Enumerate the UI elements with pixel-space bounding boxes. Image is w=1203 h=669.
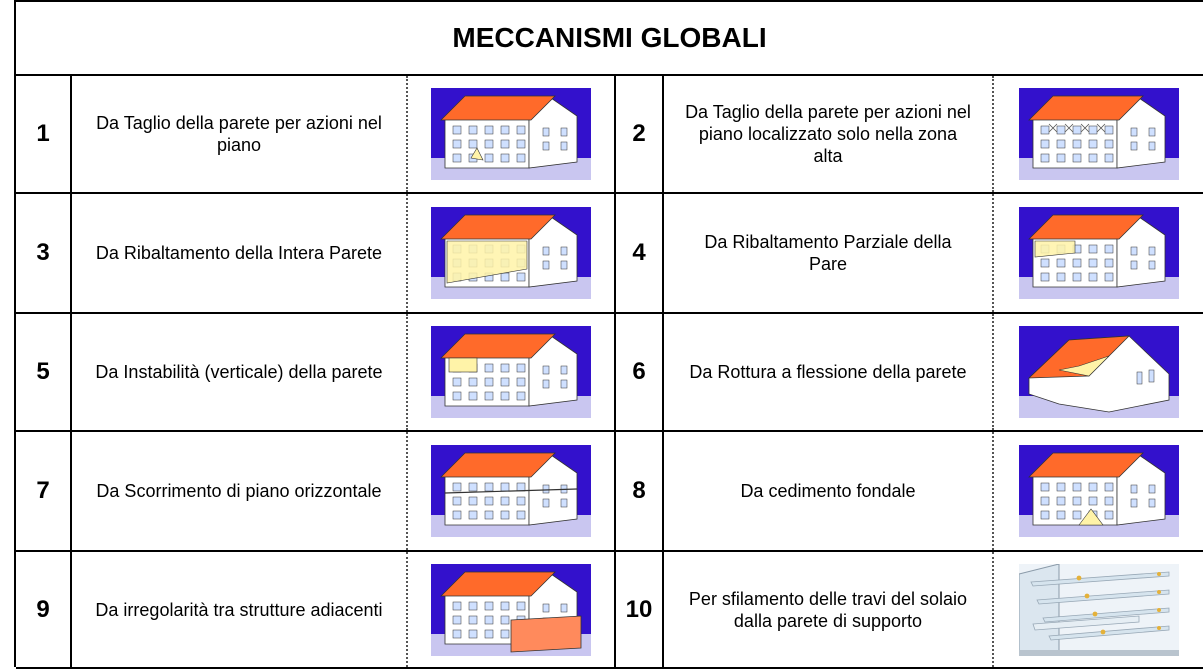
house-vertical-instability-illustration xyxy=(431,326,591,418)
mechanism-number: 9 xyxy=(16,552,72,667)
house-adjacent-structures-illustration xyxy=(431,563,591,656)
mechanism-description: Da Rottura a flessione della parete xyxy=(664,314,994,430)
mechanism-description: Da Scorrimento di piano orizzontale xyxy=(72,432,408,550)
house-shear-upper-illustration xyxy=(1018,88,1179,180)
house-floor-sliding-illustration xyxy=(431,445,591,537)
mechanism-description: Da Ribaltamento della Intera Parete xyxy=(72,194,408,312)
house-full-overturning-illustration xyxy=(431,207,591,299)
mechanism-illustration-cell xyxy=(408,314,616,430)
mechanism-illustration-cell xyxy=(994,432,1203,550)
beam-pullout-illustration xyxy=(1018,563,1179,656)
mechanism-description: Da Taglio della parete per azioni nel pi… xyxy=(664,76,994,192)
house-partial-overturning-illustration xyxy=(1018,207,1179,299)
mechanism-number: 6 xyxy=(616,314,664,430)
mechanism-description: Per sfilamento delle travi del solaio da… xyxy=(664,552,994,667)
mechanism-illustration-cell xyxy=(994,194,1203,312)
mechanism-illustration-cell xyxy=(994,552,1203,667)
mechanism-illustration-cell xyxy=(994,314,1203,430)
mechanism-description: Da irregolarità tra strutture adiacenti xyxy=(72,552,408,667)
mechanism-number: 8 xyxy=(616,432,664,550)
mechanism-description: Da cedimento fondale xyxy=(664,432,994,550)
house-foundation-settlement-illustration xyxy=(1018,445,1179,537)
mechanism-illustration-cell xyxy=(408,194,616,312)
mechanism-number: 4 xyxy=(616,194,664,312)
mechanism-illustration-cell xyxy=(408,552,616,667)
mechanism-description: Da Ribaltamento Parziale della Pare xyxy=(664,194,994,312)
house-shear-in-plane-illustration xyxy=(431,88,591,180)
mechanism-illustration-cell xyxy=(994,76,1203,192)
mechanism-number: 10 xyxy=(616,552,664,667)
mechanism-illustration-cell xyxy=(408,432,616,550)
mechanism-description: Da Taglio della parete per azioni nel pi… xyxy=(72,76,408,192)
mechanism-number: 7 xyxy=(16,432,72,550)
house-flexural-failure-illustration xyxy=(1018,326,1179,418)
mechanism-number: 1 xyxy=(16,76,72,192)
mechanism-illustration-cell xyxy=(408,76,616,192)
mechanism-number: 5 xyxy=(16,314,72,430)
mechanism-number: 3 xyxy=(16,194,72,312)
mechanism-description: Da Instabilità (verticale) della parete xyxy=(72,314,408,430)
mechanism-number: 2 xyxy=(616,76,664,192)
table-title: MECCANISMI GLOBALI xyxy=(16,2,1203,76)
